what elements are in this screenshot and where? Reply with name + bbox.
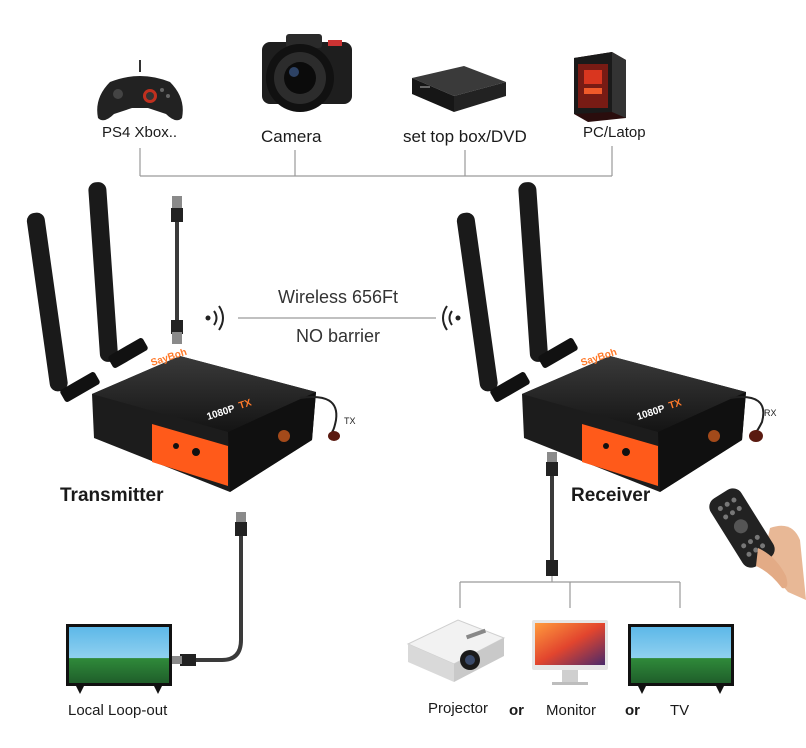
pc-tower-icon — [574, 52, 626, 122]
antenna-right — [518, 182, 548, 362]
set-top-box-icon — [412, 66, 506, 112]
wireless-barrier-text: NO barrier — [296, 326, 381, 346]
output-label-projector: Projector — [428, 700, 489, 717]
antenna-left — [456, 212, 498, 392]
source-label-ps4: PS4 Xbox.. — [102, 124, 178, 141]
or-separator-2: or — [625, 702, 640, 719]
remote-control-icon — [709, 488, 806, 600]
projector-icon — [406, 619, 506, 682]
output-label-monitor: Monitor — [546, 702, 597, 719]
antenna-right — [88, 182, 118, 362]
camera-icon — [262, 34, 352, 112]
source-label-camera: Camera — [261, 127, 322, 146]
tx-ir-tag: TX — [344, 416, 356, 426]
output-label-tv: TV — [670, 702, 690, 719]
tx-input-hdmi-cable — [171, 196, 183, 344]
antenna-left — [26, 212, 68, 392]
transmitter-title: Transmitter — [60, 485, 164, 506]
or-separator-1: or — [509, 702, 524, 719]
source-bus-lines — [139, 146, 613, 177]
tx-mode-text: TX — [238, 397, 254, 412]
output-label-loopout: Local Loop-out — [68, 702, 168, 719]
transmitter-device — [26, 182, 340, 492]
loopout-hdmi-cable — [172, 512, 247, 666]
gamepad-icon — [97, 60, 183, 121]
wireless-signal-left-icon — [205, 305, 224, 331]
rx-ir-tag: RX — [764, 408, 777, 418]
rx-output-hdmi-cable — [546, 452, 558, 576]
output-tv-icon — [628, 624, 734, 694]
receiver-device — [456, 182, 765, 492]
loopout-tv-icon — [66, 624, 172, 694]
source-label-pc: PC/Latop — [583, 124, 646, 141]
monitor-icon — [532, 620, 608, 685]
wireless-signal-right-icon — [442, 305, 461, 331]
output-bus-lines — [459, 576, 681, 608]
source-label-settop: set top box/DVD — [403, 127, 527, 146]
rx-mode-text: TX — [668, 397, 684, 412]
wireless-range-text: Wireless 656Ft — [278, 287, 399, 307]
receiver-title: Receiver — [571, 485, 651, 506]
